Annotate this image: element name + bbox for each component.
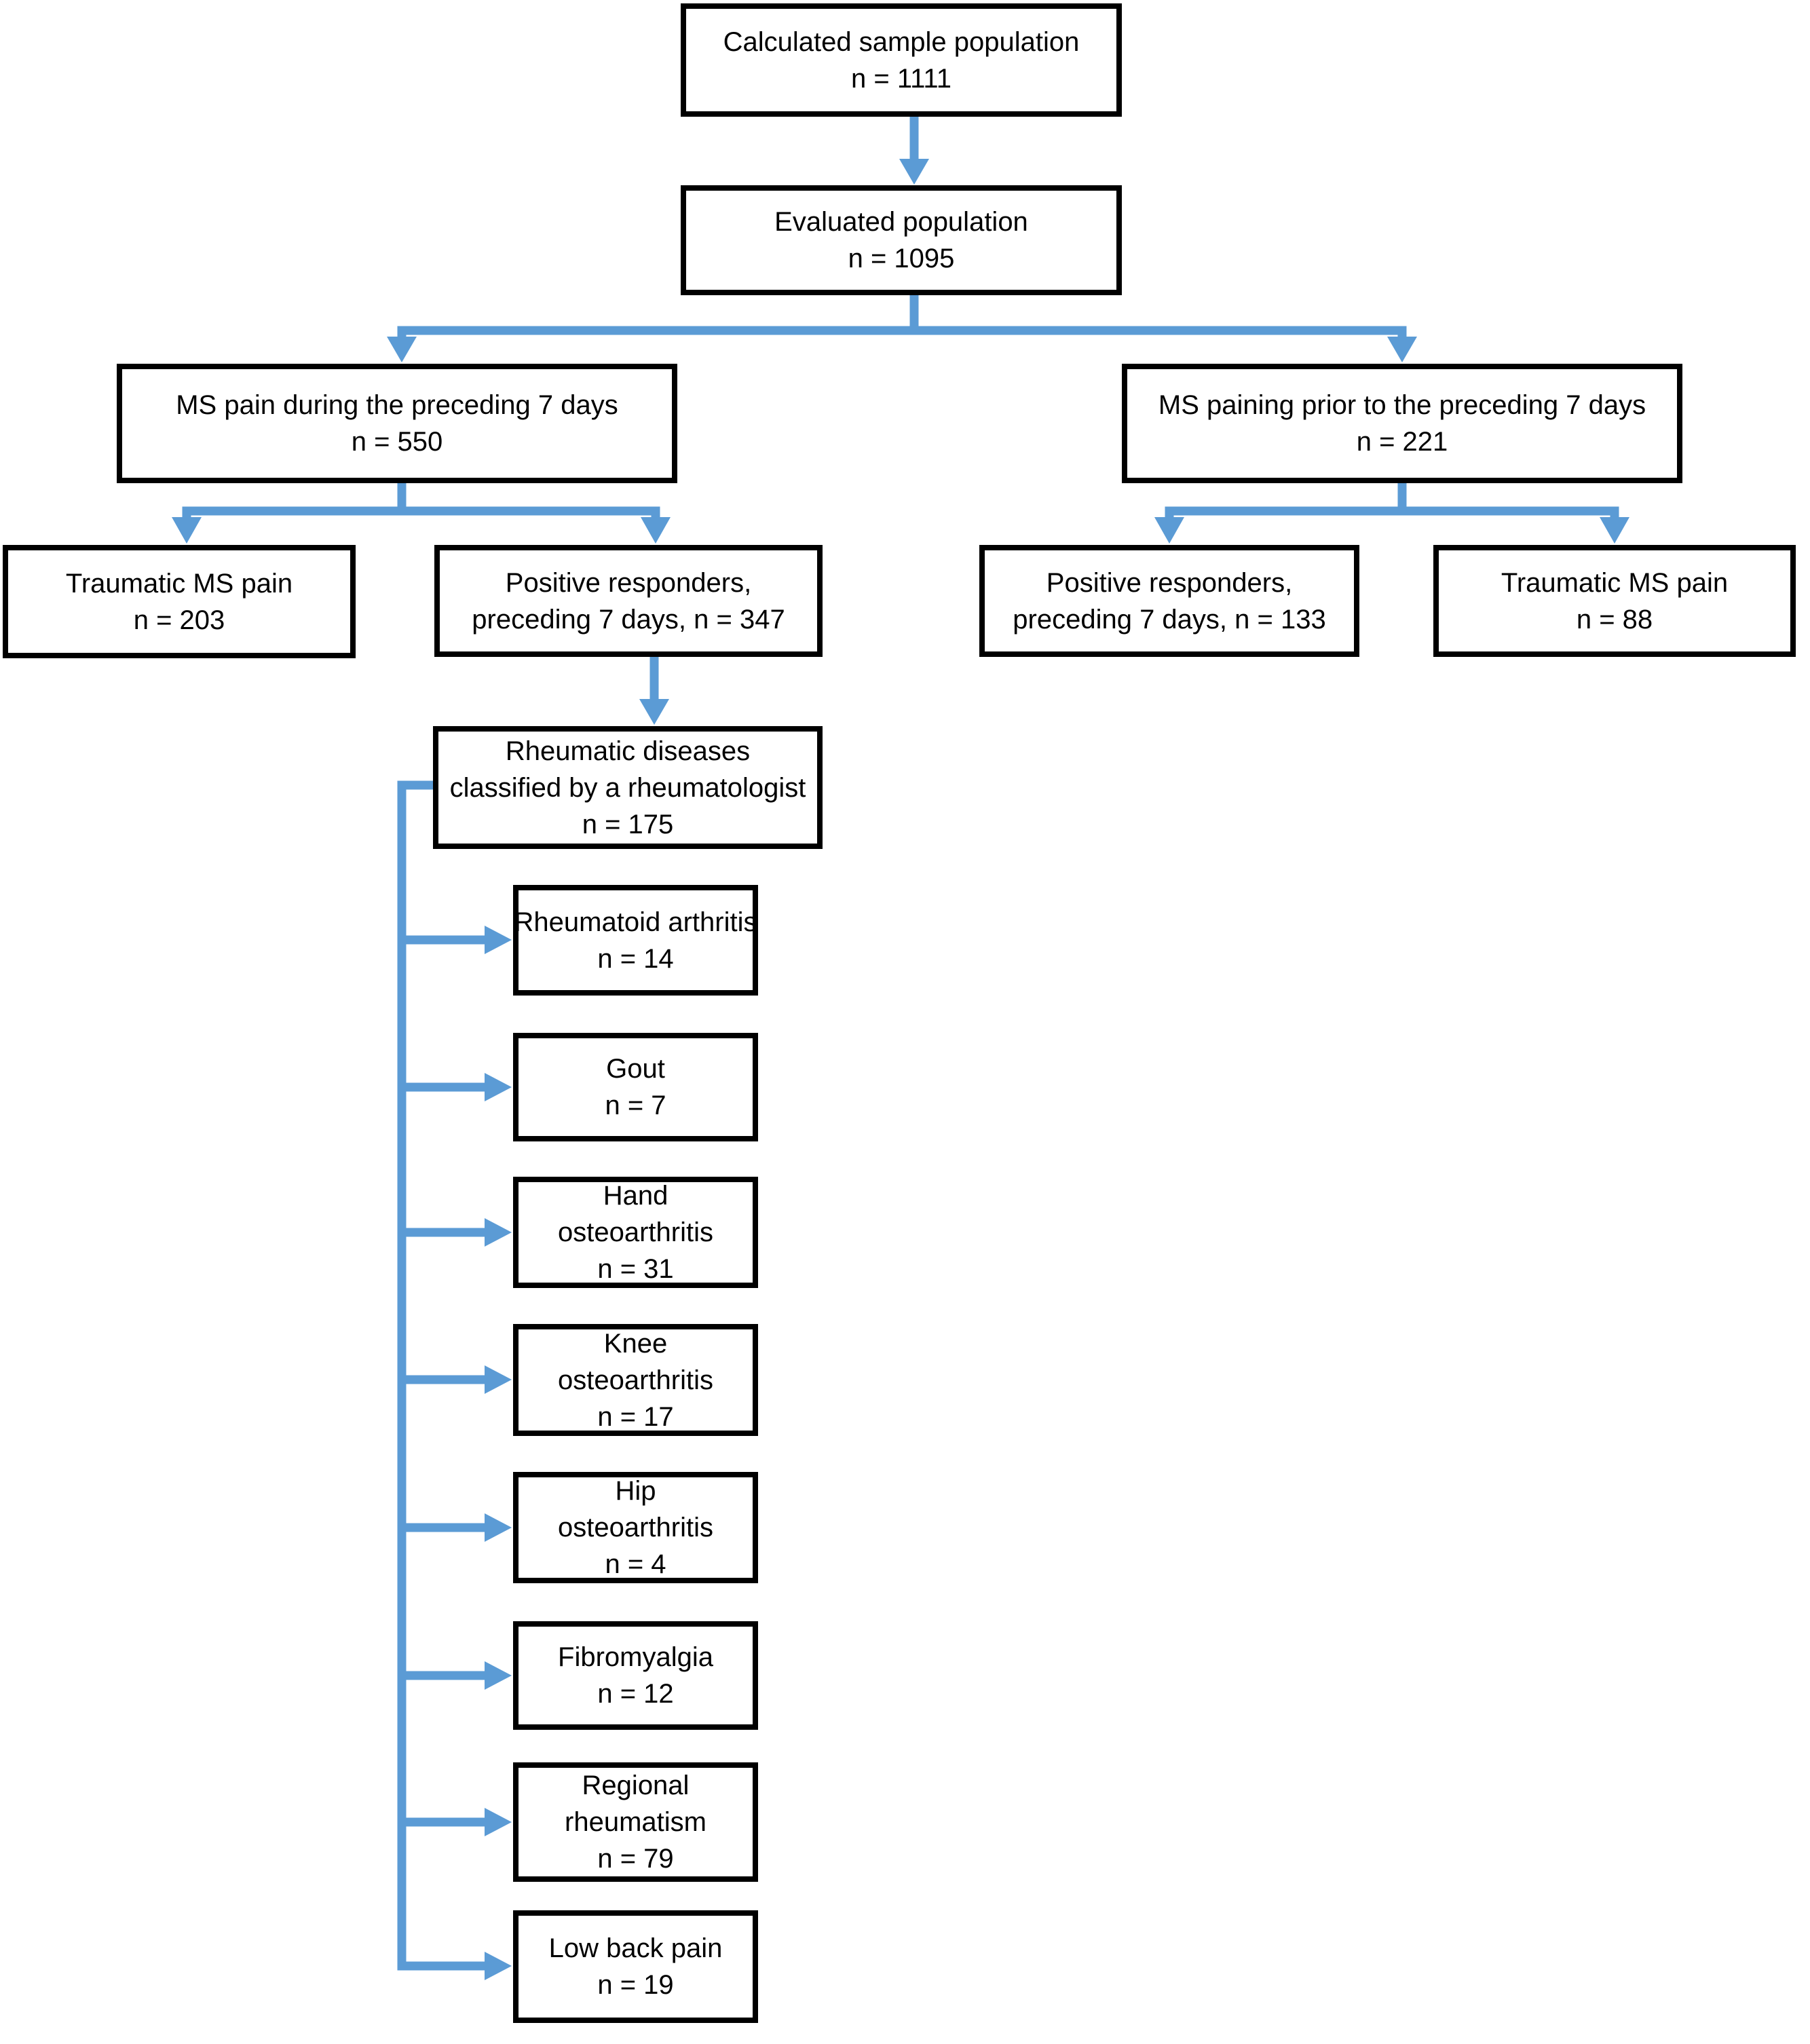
node-label: Rheumatic diseases [505, 736, 751, 766]
node-gout: Gout n = 7 [513, 1033, 758, 1141]
node-count: n = 221 [1356, 427, 1448, 457]
node-label: Positive responders, [1046, 567, 1293, 598]
node-label: Calculated sample population [723, 26, 1080, 57]
node-count: n = 175 [582, 809, 674, 839]
node-count: n = 4 [605, 1549, 666, 1579]
node-rheumatoid-arthritis: Rheumatoid arthritis n = 14 [513, 885, 758, 996]
node-evaluated-population: Evaluated population n = 1095 [681, 185, 1122, 295]
node-label: Traumatic MS pain [1501, 567, 1729, 598]
node-label: Hip [615, 1476, 656, 1506]
node-calculated-sample-population: Calculated sample population n = 1111 [681, 3, 1122, 117]
arrowhead-icon [641, 517, 671, 544]
arrowhead-icon [639, 699, 669, 725]
node-label: MS paining prior to the preceding 7 days [1158, 390, 1646, 420]
node-label: osteoarthritis [558, 1513, 713, 1543]
node-label: Positive responders, [505, 567, 752, 598]
node-count: n = 203 [133, 605, 225, 635]
node-label: Evaluated population [774, 207, 1028, 237]
arrowhead-icon [1600, 517, 1629, 544]
node-fibromyalgia: Fibromyalgia n = 12 [513, 1621, 758, 1730]
arrowhead-icon [485, 1513, 512, 1542]
node-count: n = 14 [597, 943, 674, 974]
node-count: n = 17 [597, 1401, 674, 1432]
node-label: Fibromyalgia [558, 1642, 713, 1672]
node-rheumatic-diseases-classified: Rheumatic diseases classified by a rheum… [433, 726, 823, 849]
arrowhead-icon [485, 1952, 512, 1980]
node-count: n = 88 [1576, 604, 1653, 635]
node-label: Knee [603, 1328, 668, 1359]
node-label: Hand [603, 1181, 668, 1211]
node-count: preceding 7 days, n = 133 [1013, 604, 1326, 635]
arrowhead-icon [172, 517, 202, 544]
arrowhead-icon [485, 1661, 512, 1690]
node-positive-responders-347: Positive responders, preceding 7 days, n… [434, 545, 823, 657]
node-label: rheumatism [565, 1807, 706, 1837]
node-label: Gout [606, 1054, 665, 1084]
edge-eval-split [397, 295, 1407, 338]
node-count: n = 550 [351, 427, 443, 457]
arrowhead-icon [899, 159, 929, 185]
node-positive-responders-133: Positive responders, preceding 7 days, n… [979, 545, 1359, 657]
node-traumatic-ms-pain-203: Traumatic MS pain n = 203 [3, 545, 356, 658]
node-label: Traumatic MS pain [65, 568, 293, 599]
node-hip-osteoarthritis: Hip osteoarthritis n = 4 [513, 1472, 758, 1583]
arrowhead-icon [1154, 517, 1184, 544]
node-label: Rheumatoid arthritis [514, 907, 757, 937]
arrowhead-icon [387, 337, 417, 362]
node-label: MS pain during the preceding 7 days [176, 390, 618, 420]
node-label: classified by a rheumatologist [449, 772, 806, 803]
arrowhead-icon [485, 1073, 512, 1101]
node-count: n = 31 [597, 1254, 674, 1284]
node-count: n = 79 [597, 1844, 674, 1874]
node-knee-osteoarthritis: Knee osteoarthritis n = 17 [513, 1324, 758, 1436]
arrowhead-icon [485, 1365, 512, 1394]
node-label: osteoarthritis [558, 1217, 713, 1247]
node-count: n = 19 [597, 1970, 674, 2000]
node-ms-paining-prior-7-days: MS paining prior to the preceding 7 days… [1122, 364, 1682, 483]
edge-msp7-split [1165, 483, 1619, 518]
node-low-back-pain: Low back pain n = 19 [513, 1910, 758, 2023]
node-hand-osteoarthritis: Hand osteoarthritis n = 31 [513, 1177, 758, 1288]
arrowhead-icon [485, 1808, 512, 1836]
node-label: Regional [582, 1771, 690, 1800]
node-count: n = 1095 [848, 244, 955, 273]
node-ms-pain-during-7-days: MS pain during the preceding 7 days n = … [117, 364, 677, 483]
node-count: n = 7 [605, 1091, 666, 1120]
node-label: Low back pain [548, 1933, 723, 1963]
node-regional-rheumatism: Regional rheumatism n = 79 [513, 1762, 758, 1882]
arrowhead-icon [1387, 337, 1417, 362]
node-label: osteoarthritis [558, 1365, 713, 1395]
edge-msd7-split [182, 483, 660, 518]
node-traumatic-ms-pain-88: Traumatic MS pain n = 88 [1433, 545, 1796, 657]
node-count: preceding 7 days, n = 347 [472, 604, 785, 635]
node-count: n = 1111 [851, 63, 951, 94]
node-count: n = 12 [597, 1679, 674, 1709]
arrowhead-icon [485, 1218, 512, 1247]
arrowhead-icon [485, 926, 512, 954]
